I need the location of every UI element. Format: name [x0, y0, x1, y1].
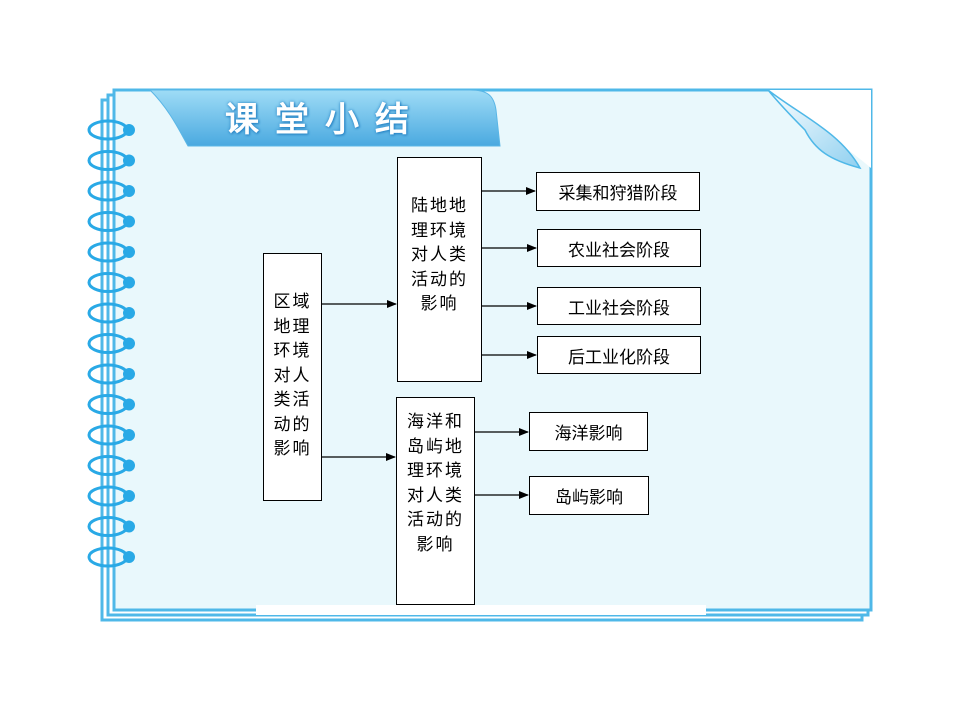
spiral-ring [87, 211, 135, 232]
slide-title: 课堂小结 [225, 100, 425, 140]
spiral-ring [87, 150, 135, 171]
spiral-ring [87, 180, 135, 202]
leaf-industrial: 工业社会阶段 [537, 287, 701, 325]
spiral-ring [87, 272, 135, 293]
spiral-ring [87, 546, 135, 568]
leaf-island-influence: 岛屿影响 [529, 476, 649, 515]
leaf-gathering-hunting: 采集和狩猎阶段 [536, 172, 700, 211]
leaf-ocean-influence: 海洋影响 [529, 412, 648, 451]
spiral-ring [87, 363, 135, 385]
spiral-ring [87, 119, 135, 141]
spiral-ring [87, 455, 135, 476]
leaf-agricultural: 农业社会阶段 [537, 229, 701, 267]
spiral-ring [87, 302, 135, 324]
spiral-ring [87, 333, 135, 354]
branch-land-node: 陆地地 理环境 对人类 活动的 影响 [397, 157, 482, 382]
title-tab [148, 89, 501, 147]
spiral-ring [87, 485, 135, 507]
spiral-ring [87, 516, 135, 537]
spiral-ring [87, 424, 135, 446]
branch-ocean-node: 海洋和 岛屿地 理环境 对人类 活动的 影响 [396, 397, 475, 605]
spiral-ring [87, 241, 135, 263]
spiral-ring [87, 394, 135, 415]
root-node: 区域 地理 环境 对人 类活 动的 影响 [263, 253, 322, 501]
leaf-post-industrial: 后工业化阶段 [537, 336, 701, 374]
